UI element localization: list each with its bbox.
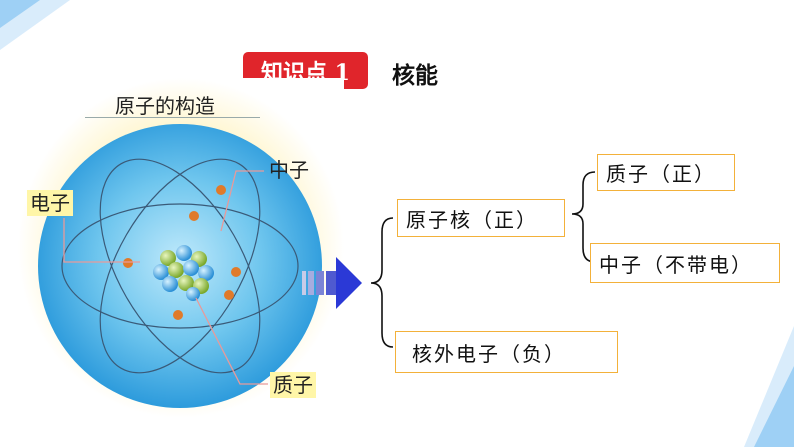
nucleus-box: 原子核（正） — [397, 199, 565, 237]
neutron-label: 中子 — [269, 158, 309, 182]
left-brace — [370, 217, 394, 348]
nucleus — [153, 245, 214, 301]
corner-decoration-top-left — [0, 0, 70, 50]
atom-structure-figure — [18, 78, 344, 418]
neutron-box: 中子（不带电） — [590, 243, 780, 283]
figure-caption: 原子的构造 — [115, 94, 215, 118]
atom-illustration — [18, 78, 344, 418]
caption-underline — [85, 117, 260, 118]
electron-label: 电子 — [27, 190, 73, 216]
topic-title: 核能 — [392, 63, 438, 89]
electrons-box: 核外电子（负） — [395, 331, 618, 373]
corner-decoration-bottom-right — [744, 326, 794, 447]
leader-lines — [63, 170, 268, 385]
proton-box: 质子（正） — [597, 154, 735, 191]
proton-label: 质子 — [270, 372, 316, 398]
arrow-icon — [302, 257, 362, 309]
electrons — [123, 185, 241, 320]
right-brace — [571, 171, 596, 263]
